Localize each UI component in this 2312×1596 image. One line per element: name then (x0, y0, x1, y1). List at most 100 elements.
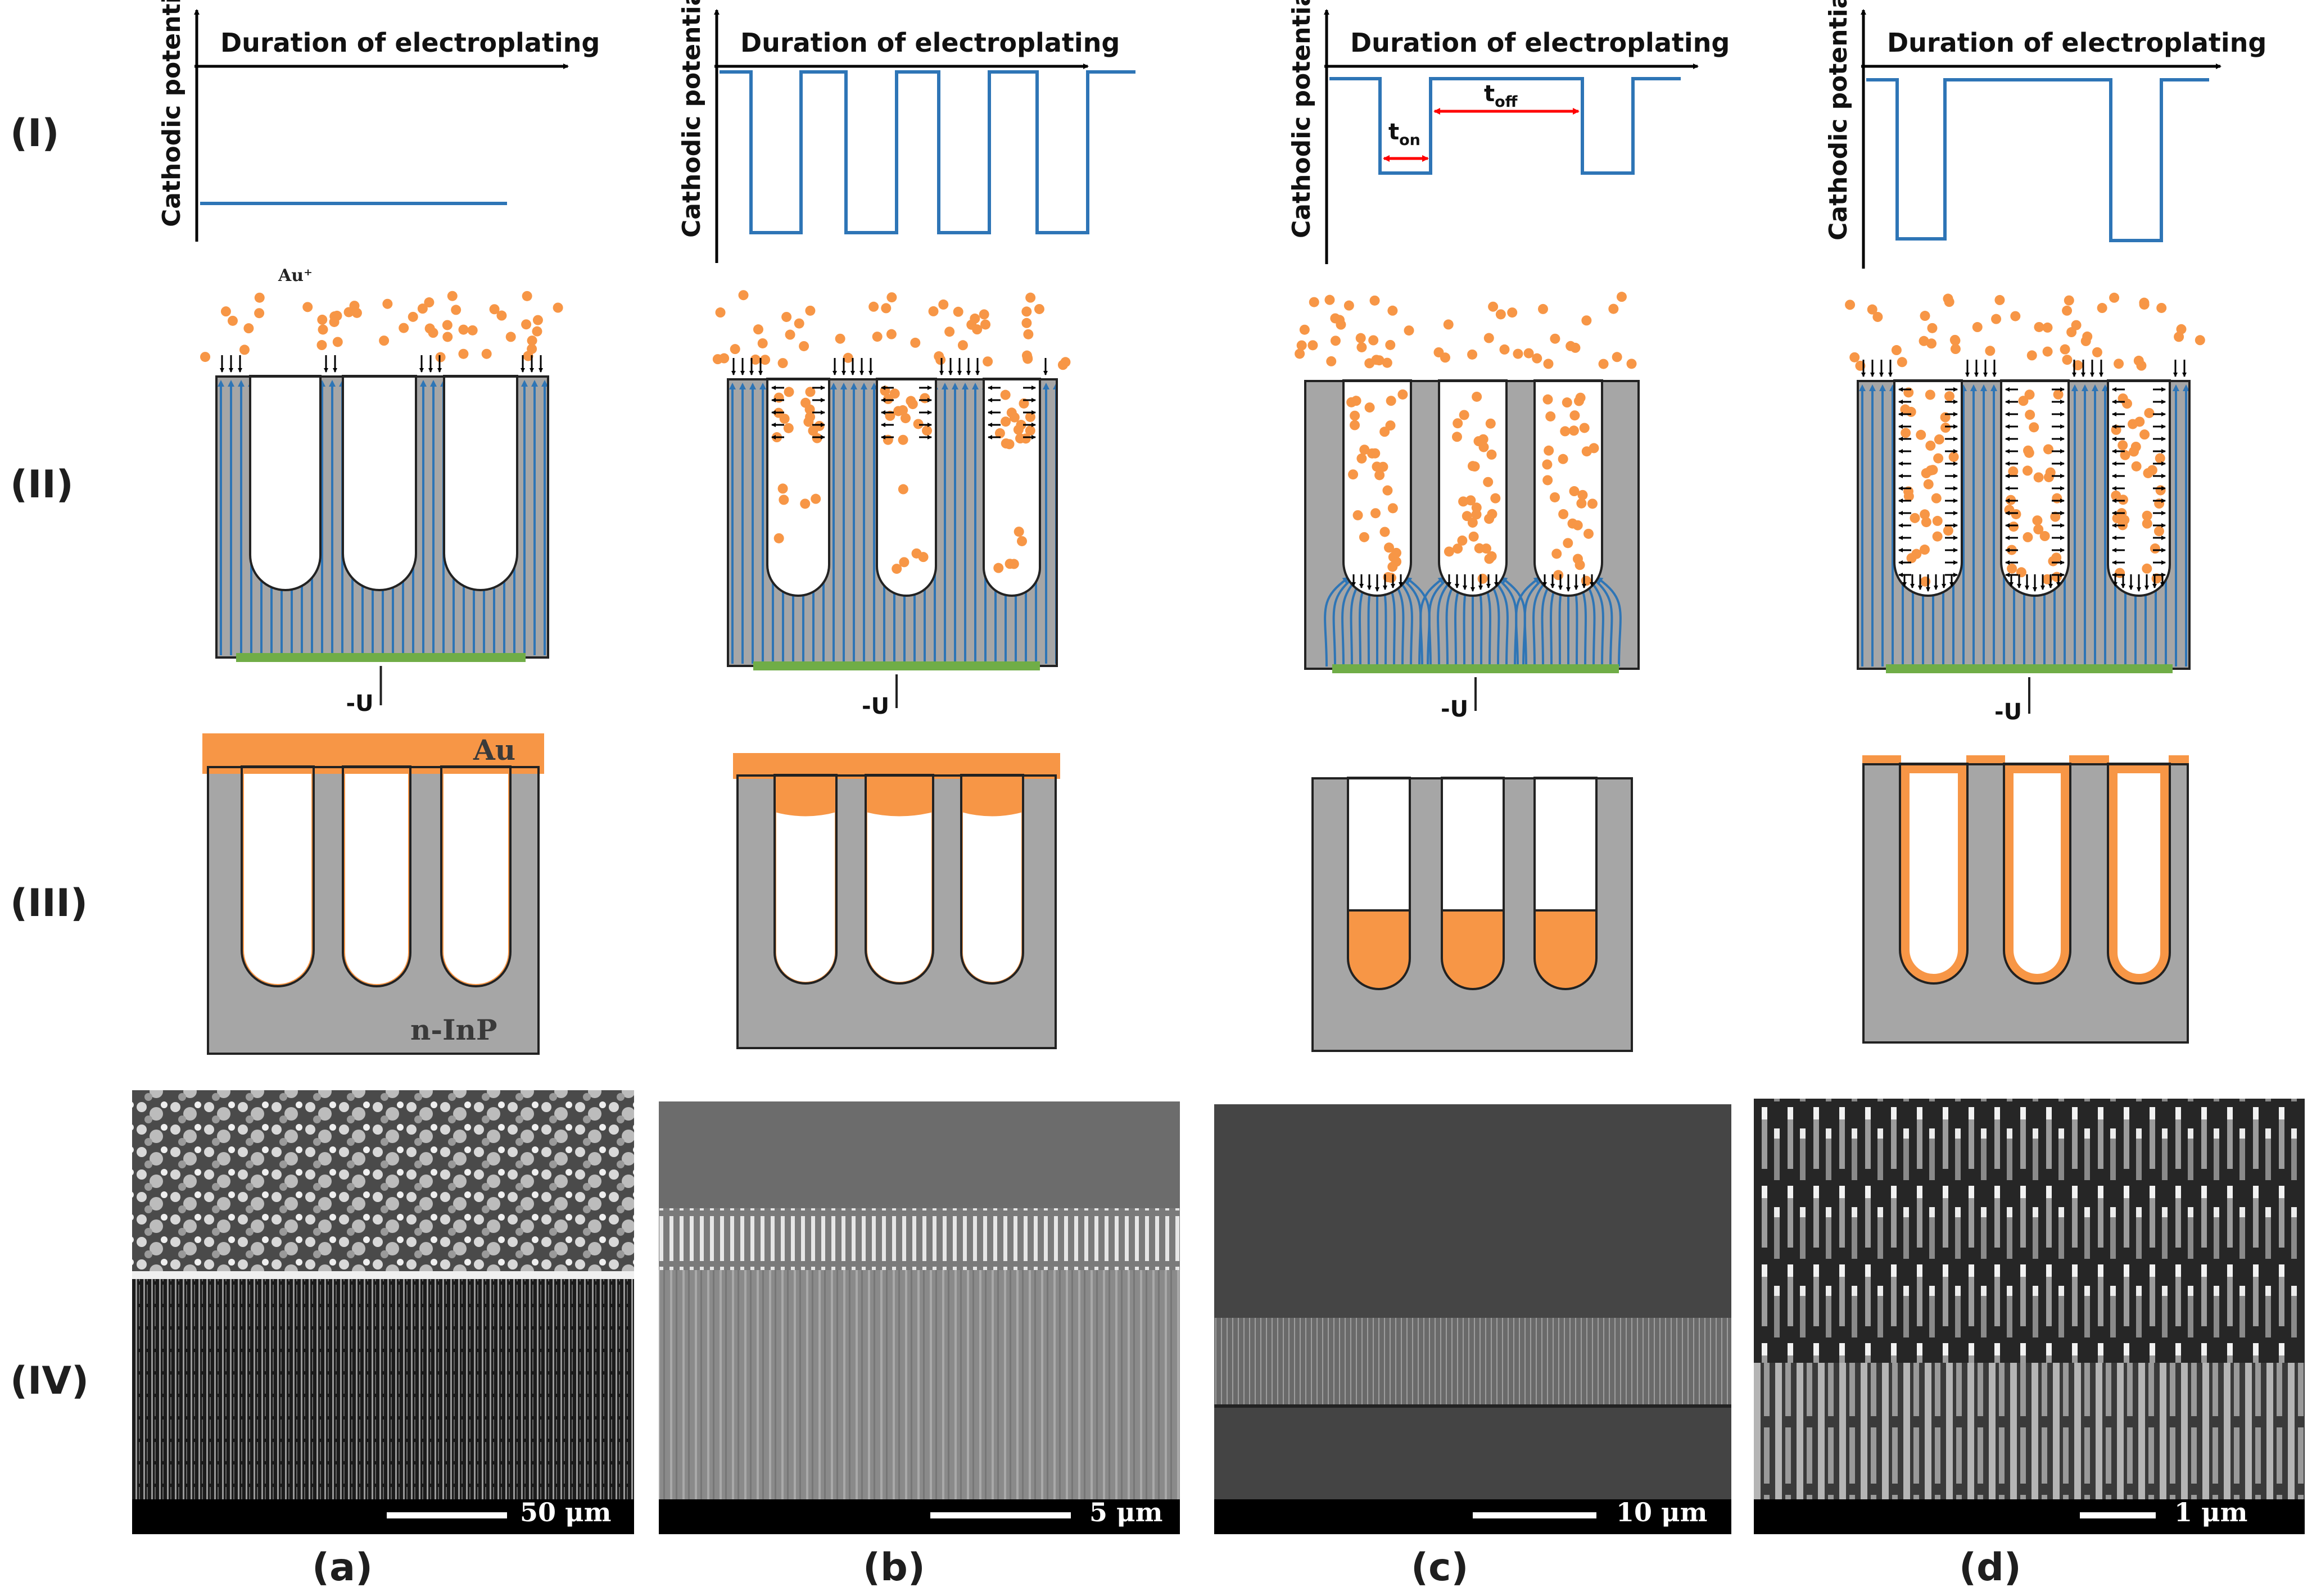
deposit-profile (733, 753, 1060, 1049)
au-ion (938, 299, 949, 310)
column-label: (a) (312, 1545, 373, 1590)
sem-micrograph: 10 μm (1214, 1104, 1731, 1534)
au-ion (1569, 410, 1580, 421)
gold-top-coat (2169, 755, 2189, 764)
au-ion (753, 324, 763, 335)
au-ion (777, 483, 788, 494)
au-ion (1972, 322, 1983, 333)
au-ion (1550, 492, 1560, 502)
au-ion (1008, 559, 1019, 569)
au-ion (1943, 293, 1953, 304)
au-ion (442, 332, 453, 342)
au-ion (442, 320, 453, 330)
au-ion (489, 304, 500, 315)
column-label: (c) (1411, 1545, 1468, 1590)
au-ion (1845, 300, 1856, 310)
au-ion (2062, 355, 2073, 365)
au-ion (1356, 342, 1367, 352)
field-line (1419, 577, 1445, 667)
au-ion (922, 425, 933, 436)
au-ion (1296, 340, 1307, 351)
au-ion (1950, 335, 1961, 346)
scale-strip (659, 1499, 1180, 1534)
gold-conformal-liner (2098, 764, 2170, 983)
au-ion (2139, 299, 2150, 310)
au-ion (2174, 332, 2184, 342)
thin-gold-liner (439, 767, 510, 986)
au-ion (458, 324, 469, 335)
au-ion (1486, 449, 1497, 460)
au-ion (1568, 425, 1579, 436)
au-ion (1550, 333, 1560, 344)
template-outline (1304, 379, 1640, 670)
au-ion (1948, 452, 1959, 463)
au-ion (800, 498, 811, 509)
au-ion (1495, 309, 1506, 320)
au-ion (898, 484, 908, 495)
au-ion (1991, 314, 2002, 324)
au-ion (1467, 349, 1478, 360)
au-ion (1001, 438, 1011, 449)
substrate-body (1305, 380, 1639, 669)
au-ion (1364, 402, 1375, 413)
au-ion (779, 495, 789, 505)
au-ion (1932, 515, 1943, 526)
toff-label: toff (1484, 81, 1518, 111)
au-ion (435, 352, 446, 362)
au-ion (2051, 572, 2062, 582)
au-ion (1910, 513, 1920, 523)
gold-bottom-fill (1535, 910, 1596, 989)
au-ion (1391, 556, 1402, 567)
flux-arrows (220, 355, 543, 373)
au-ion (1569, 486, 1580, 497)
au-ion (1933, 453, 1944, 464)
au-ion (254, 292, 265, 303)
au-ion (1451, 432, 1462, 442)
row-label: (I) (10, 111, 59, 156)
au-ion (458, 348, 469, 359)
gold-in-pores (1348, 910, 1596, 989)
au-ion (1608, 303, 1619, 314)
scale-bar-label: 50 μm (520, 1497, 611, 1527)
au-ion (886, 292, 897, 303)
scale-strip (132, 1499, 634, 1534)
au-ion (757, 338, 768, 348)
gold-in-pores (242, 767, 510, 986)
au-ion (2042, 322, 2053, 333)
au-ion (800, 397, 811, 408)
scale-strip (1754, 1499, 2305, 1534)
au-ion (1544, 445, 1554, 456)
au-ion (1017, 536, 1028, 546)
au-ion (467, 325, 478, 335)
au-ion (2142, 518, 2152, 529)
au-ion (1021, 306, 1032, 317)
au-ion (2023, 532, 2033, 542)
au-ion (1453, 418, 1463, 429)
gold-top-coat (1862, 755, 1901, 764)
field-line (1395, 576, 1413, 667)
y-axis-title: Cathodic potential (677, 0, 706, 238)
au-ion (1944, 391, 1954, 402)
field-lines (1324, 575, 1622, 667)
au-ion (1383, 542, 1394, 553)
au-ion (1579, 423, 1590, 433)
au-ion (1374, 355, 1385, 366)
y-axis-title: Cathodic potential (1287, 0, 1316, 238)
au-ion (1570, 342, 1581, 353)
au-ion (1352, 510, 1363, 520)
au-ion (1891, 345, 1902, 356)
au-ion (1477, 573, 1488, 584)
au-ion (1563, 538, 1573, 548)
au-ion (1626, 359, 1637, 369)
field-line (1586, 576, 1604, 667)
au-ion (2150, 543, 2160, 554)
au-ion (1490, 493, 1501, 504)
au-ion (1343, 300, 1354, 311)
gold-conformal-liner (1994, 764, 2080, 983)
au-ion (382, 298, 393, 309)
au-ion (1364, 358, 1375, 369)
substrate-label: n-InP (410, 1013, 497, 1046)
au-ion (803, 416, 814, 427)
